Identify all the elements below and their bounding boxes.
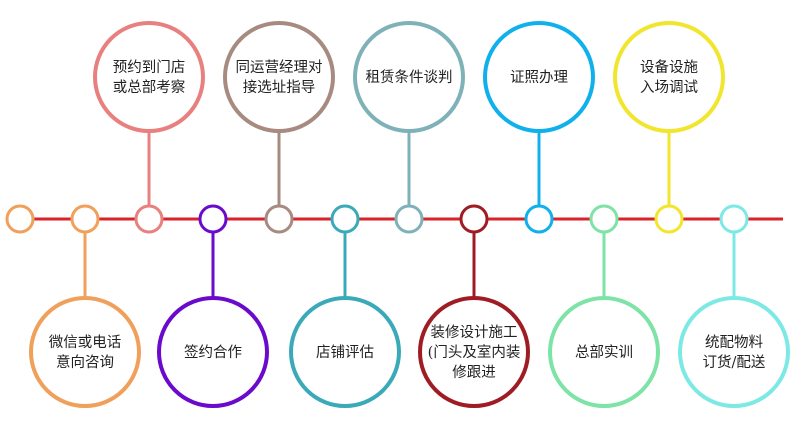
step-label: 预约到门店 [113,59,186,76]
step-label: 同运营经理对 [236,59,323,76]
timeline-step-sign: 签约合作 [157,204,269,408]
step-bubble [93,21,205,133]
timeline-step-license: 证照办理 [483,21,595,234]
step-label: 证照办理 [510,69,568,86]
step-label: 入场调试 [640,79,698,96]
step-bubble [483,21,595,133]
step-bubble [613,21,725,133]
step-bubble [289,296,401,408]
step-bubble [223,21,335,133]
step-bubble [548,296,660,408]
timeline-node [264,204,294,234]
step-bubble [29,296,141,408]
timeline-node [5,204,35,234]
timeline-node [70,204,100,234]
timeline-step-store-eval: 店铺评估 [289,204,401,408]
timeline-node [394,204,424,234]
step-label: (门头及室内装 [428,344,521,361]
timeline-step-lease: 租赁条件谈判 [353,21,465,234]
step-label: 店铺评估 [316,344,374,361]
step-label: 修跟进 [452,364,496,381]
timeline-step-start [5,204,35,234]
timeline-node [524,204,554,234]
timeline-node [719,204,749,234]
step-label: 租赁条件谈判 [366,69,453,86]
step-label: 意向咨询 [56,353,114,371]
step-label: 装修设计施工 [431,324,518,341]
timeline-node [134,204,164,234]
step-label: 签约合作 [184,344,242,361]
step-bubble [678,296,790,408]
step-bubble [353,21,465,133]
timeline-node [330,204,360,234]
step-label: 统配物料 [705,334,763,351]
step-label: 微信或电话 [49,334,122,351]
step-label: 接选址指导 [243,79,316,96]
timeline-node [198,204,228,234]
step-label: 或总部考察 [113,78,186,96]
timeline-node [654,204,684,234]
timeline-node [589,204,619,234]
step-label: 总部实训 [575,344,633,361]
timeline-step-training: 总部实训 [548,204,660,408]
step-bubble [418,296,530,408]
step-label: 设备设施 [640,59,698,76]
step-label: 订货/配送 [703,354,766,371]
timeline-node [459,204,489,234]
step-bubble [157,296,269,408]
